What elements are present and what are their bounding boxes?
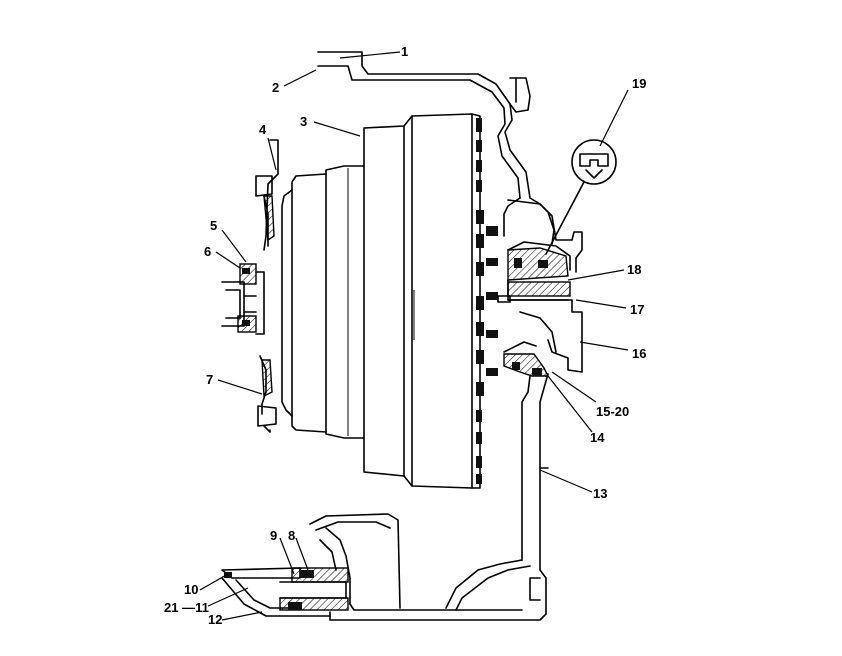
callout-21-11: 21 —11 (164, 600, 209, 615)
input-hub-seal (221, 263, 265, 335)
callout-5: 5 (210, 218, 217, 233)
callout-10: 10 (184, 582, 198, 597)
callout-6: 6 (204, 244, 211, 259)
flywheel-housing (309, 51, 555, 621)
drum-assembly (281, 113, 481, 489)
callout-12: 12 (208, 612, 222, 627)
callout-7: 7 (206, 372, 213, 387)
callout-9: 9 (270, 528, 277, 543)
drain-fitting (221, 567, 349, 617)
callout-15-20: 15-20 (596, 404, 629, 419)
rear-cover-assembly (497, 199, 583, 377)
callout-17: 17 (630, 302, 644, 317)
callout-8: 8 (288, 528, 295, 543)
callout-4: 4 (259, 122, 267, 137)
callout-1: 1 (401, 44, 408, 59)
leader-lines (199, 51, 629, 621)
callout-19: 19 (632, 76, 646, 91)
callout-13: 13 (593, 486, 607, 501)
callout-2: 2 (272, 80, 279, 95)
front-cover (255, 139, 279, 433)
callout-3: 3 (300, 114, 307, 129)
seal-detail-bubble (545, 139, 617, 255)
callout-16: 16 (632, 346, 646, 361)
callout-labels: 1 2 3 4 5 6 7 8 9 10 21 —11 12 13 14 15-… (164, 44, 646, 627)
callout-18: 18 (627, 262, 641, 277)
callout-14: 14 (590, 430, 605, 445)
rim-bolts (476, 118, 498, 484)
